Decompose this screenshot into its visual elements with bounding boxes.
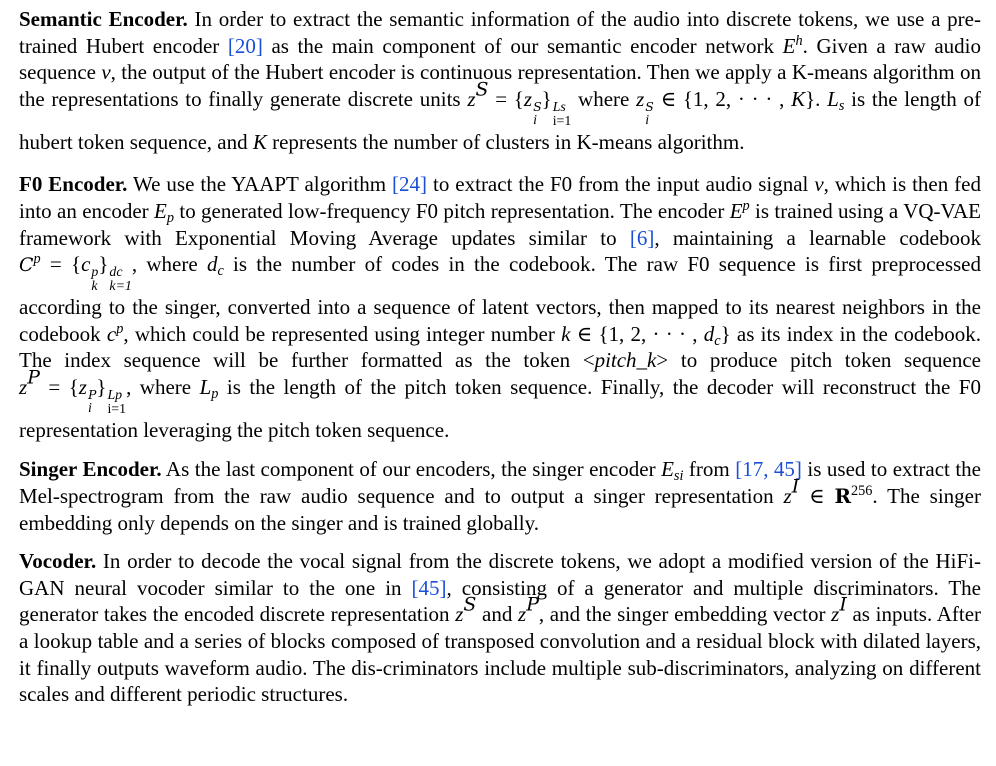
- math-v: v: [814, 172, 824, 197]
- math-L-p: Lp: [199, 374, 219, 402]
- citation-24[interactable]: [24]: [392, 172, 428, 197]
- paragraph-singer-encoder: Singer Encoder. As the last component of…: [19, 457, 981, 535]
- heading-f0-encoder: F0 Encoder.: [19, 172, 128, 197]
- math-E-p-sup: Ep: [729, 198, 750, 223]
- math-K: K: [252, 129, 267, 154]
- math-zS: zS: [455, 593, 477, 627]
- math-zI: zI: [831, 593, 847, 627]
- math-E-si: Esi: [661, 457, 684, 485]
- math-zI-R256: zI ∈ R256: [783, 475, 873, 508]
- math-k-set: k ∈ {1, 2, · · · , dc: [561, 321, 721, 349]
- paper-page: Semantic Encoder. In order to extract th…: [19, 6, 981, 708]
- citation-45[interactable]: [45]: [411, 575, 447, 600]
- math-E-p-sub: Ep: [154, 198, 174, 226]
- citation-6[interactable]: [6]: [629, 225, 655, 250]
- paragraph-vocoder: Vocoder. In order to decode the vocal si…: [19, 549, 982, 707]
- math-c-p: cp: [106, 320, 124, 346]
- heading-vocoder: Vocoder.: [19, 549, 97, 574]
- math-L-s: Ls: [827, 86, 845, 114]
- citation-20[interactable]: [20]: [227, 33, 263, 58]
- paragraph-semantic-encoder: Semantic Encoder. In order to extract th…: [19, 7, 982, 154]
- math-E-h: Eh: [782, 32, 803, 58]
- math-zP: zP: [518, 593, 539, 627]
- paragraph-f0-encoder: F0 Encoder. We use the YAAPT algorithm […: [19, 172, 981, 442]
- heading-singer-encoder: Singer Encoder.: [19, 457, 162, 482]
- math-d-c: dc: [206, 252, 224, 280]
- pitch-token: pitch_k: [594, 348, 657, 373]
- heading-semantic-encoder: Semantic Encoder.: [19, 7, 188, 31]
- math-v: v: [101, 60, 111, 85]
- citation-17-45[interactable]: [17, 45]: [735, 457, 802, 482]
